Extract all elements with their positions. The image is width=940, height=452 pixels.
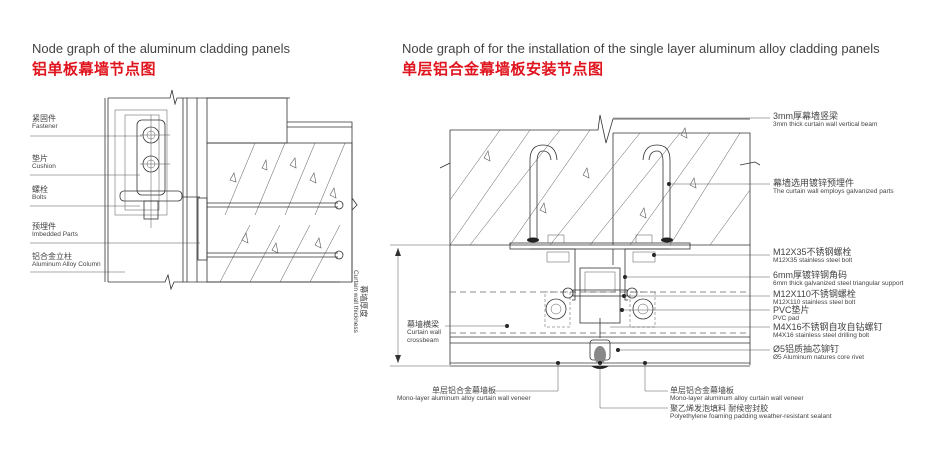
label-cn: 聚乙烯发泡填料 耐候密封胶 bbox=[670, 404, 769, 413]
label-cn: 垫片 bbox=[32, 154, 48, 163]
left-node-drawing bbox=[30, 89, 358, 291]
right-node-drawing bbox=[390, 114, 770, 409]
label-sealant: 聚乙烯发泡填料 耐候密封胶 Polyethylene foaming paddi… bbox=[670, 404, 832, 421]
label-fastener: 紧固件 Fastener bbox=[32, 114, 58, 131]
label-rivet: Ø5铝质抽芯铆钉 Ø5 Aluminum natures core rivet bbox=[773, 344, 864, 362]
left-title-en: Node graph of the aluminum cladding pane… bbox=[32, 41, 291, 56]
label-en: Imbedded Parts bbox=[32, 231, 78, 239]
label-cn: 预埋件 bbox=[32, 222, 56, 231]
label-cn: M12X110不锈钢螺栓 bbox=[773, 289, 856, 299]
label-cushion: 垫片 Cushion bbox=[32, 154, 56, 171]
right-title-cn: 单层铝合金幕墙板安装节点图 bbox=[402, 61, 604, 78]
label-cn: 3mm厚幕墙竖梁 bbox=[773, 111, 838, 121]
label-vertical-beam: 3mm厚幕墙竖梁 3mm thick curtain wall vertical… bbox=[773, 111, 877, 129]
label-en: Bolts bbox=[32, 194, 47, 202]
label-en: 3mm thick curtain wall vertical beam bbox=[773, 121, 878, 129]
label-en: Aluminum Alloy Column bbox=[32, 261, 101, 269]
label-en: Mono-layer aluminum alloy curtain wall v… bbox=[397, 395, 531, 403]
label-en: Fastener bbox=[32, 123, 58, 131]
label-m12x110-bolt: M12X110不锈钢螺栓 M12X110 stainless steel bol… bbox=[773, 289, 856, 307]
label-en: M4X16 stainless steel drilling bolt bbox=[773, 332, 870, 340]
label-imbedded-parts: 预埋件 Imbedded Parts bbox=[32, 222, 78, 239]
label-aluminum-alloy-column: 铝合金立柱 Aluminum Alloy Column bbox=[32, 252, 101, 269]
label-cn: 单层铝合金幕墙板 bbox=[670, 386, 734, 395]
label-pvc-pad: PVC垫片 PVC pad bbox=[773, 305, 810, 323]
label-veneer-right: 单层铝合金幕墙板 Mono-layer aluminum alloy curta… bbox=[670, 386, 804, 403]
label-cn: M4X16不锈钢自攻自钻螺钉 bbox=[773, 322, 883, 332]
left-title-cn: 铝单板幕墙节点图 bbox=[32, 61, 157, 78]
label-veneer-left: 单层铝合金幕墙板 Mono-layer aluminum alloy curta… bbox=[397, 386, 531, 403]
label-galvanized-parts: 幕墙选用镀锌预埋件 The curtain wall employs galva… bbox=[773, 178, 894, 196]
label-en: The curtain wall employs galvanized part… bbox=[773, 188, 894, 196]
label-crossbeam: 幕墙横梁 Curtain wall crossbeam bbox=[407, 320, 447, 344]
label-cn: PVC垫片 bbox=[773, 305, 810, 315]
label-cn: 单层铝合金幕墙板 bbox=[432, 386, 496, 395]
label-en: Ø5 Aluminum natures core rivet bbox=[773, 354, 865, 362]
label-cn: 紧固件 bbox=[32, 114, 56, 123]
label-wall-thickness: 幕墙厚度 Curtain wall thickness bbox=[351, 270, 368, 333]
label-en: Mono-layer aluminum alloy curtain wall v… bbox=[670, 395, 804, 403]
label-cn: 幕墙选用镀锌预埋件 bbox=[773, 178, 855, 188]
label-cn: 6mm厚镀锌钢角码 bbox=[773, 270, 847, 280]
label-en: PVC pad bbox=[773, 315, 800, 323]
label-en: Curtain wall thickness bbox=[351, 270, 359, 333]
label-m4x16-screw: M4X16不锈钢自攻自钻螺钉 M4X16 stainless steel dri… bbox=[773, 322, 883, 340]
label-en: Curtain wall crossbeam bbox=[407, 329, 441, 344]
label-cn: 铝合金立柱 bbox=[32, 252, 72, 261]
label-triangular-support: 6mm厚镀锌钢角码 6mm thick galvanized steel tri… bbox=[773, 270, 903, 288]
label-m12x35-bolt: M12X35不锈钢螺栓 M12X35 stainless steel bolt bbox=[773, 247, 852, 265]
label-cn: 螺栓 bbox=[32, 185, 48, 194]
label-cn: 幕墙厚度 bbox=[359, 285, 368, 318]
label-bolts: 螺栓 Bolts bbox=[32, 185, 48, 202]
label-en: 6mm thick galvanized steel triangular su… bbox=[773, 280, 904, 288]
label-en: M12X35 stainless steel bolt bbox=[773, 257, 853, 265]
label-cn: Ø5铝质抽芯铆钉 bbox=[773, 344, 840, 354]
right-title-en: Node graph of for the installation of th… bbox=[402, 41, 880, 56]
label-cn: M12X35不锈钢螺栓 bbox=[773, 247, 852, 257]
label-cn: 幕墙横梁 bbox=[407, 320, 439, 329]
label-en: Polyethylene foaming padding weather-res… bbox=[670, 413, 832, 421]
label-en: Cushion bbox=[32, 163, 56, 171]
label-en: M12X110 stainless steel bolt bbox=[773, 299, 856, 307]
